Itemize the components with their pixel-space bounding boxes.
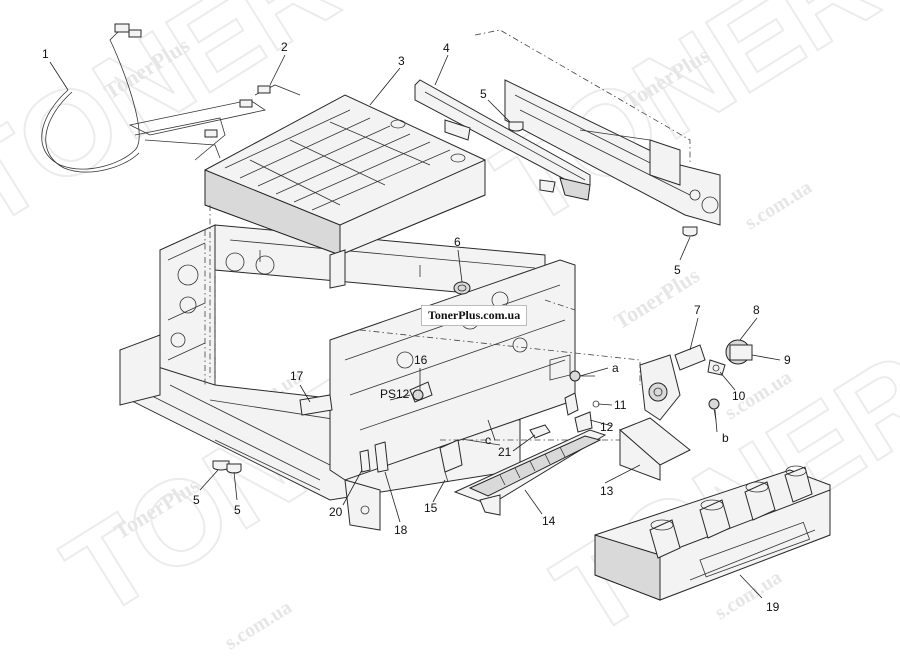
part-waste-box-19: [594, 465, 831, 601]
callout-19: 19: [766, 600, 780, 614]
front-left-bracket: [119, 334, 161, 406]
callout-16: 16: [414, 353, 428, 367]
front-right-foot-plate: [344, 479, 381, 531]
callout-15: 15: [424, 501, 438, 515]
callout-8: 8: [753, 303, 760, 317]
watermark-small: TonerPlus: [609, 262, 704, 334]
part-harness-1: [41, 23, 142, 173]
callout-11: 11: [614, 398, 627, 412]
callout-5-front-right: 5: [234, 503, 241, 517]
part-clip-21: [529, 424, 551, 439]
callout-21: 21: [498, 445, 512, 459]
callout-5-rear: 5: [480, 87, 487, 101]
part-plate-13: [619, 417, 691, 481]
callout-ps12: PS12: [380, 387, 410, 401]
callout-4: 4: [443, 41, 450, 55]
part-drive-bracket: [639, 354, 681, 421]
callout-9: 9: [784, 353, 791, 367]
callout-a: a: [612, 361, 619, 375]
part-screws: [569, 370, 720, 421]
callout-2: 2: [281, 40, 288, 54]
callout-7: 7: [694, 303, 701, 317]
callout-18: 18: [394, 523, 408, 537]
callout-10: 10: [732, 389, 746, 403]
callout-17: 17: [290, 369, 304, 383]
callout-5-right: 5: [674, 263, 681, 277]
part-right-rear-frame: [474, 29, 721, 226]
callout-labels: 1 2 3 4 5 5 5 5 6 7 8 9 10 11 12 13 14 1…: [42, 40, 791, 614]
callout-b: b: [722, 431, 729, 445]
callout-13: 13: [600, 484, 614, 498]
callout-6: 6: [454, 235, 461, 249]
site-label: TonerPlus.com.ua: [421, 305, 528, 326]
part-15: [439, 439, 463, 483]
part-feet-5: [212, 121, 698, 474]
callout-c: c: [485, 433, 491, 447]
part-guide-14: [453, 429, 607, 516]
part-rail-4: [414, 79, 591, 201]
part-sensor-ps12-16: [409, 381, 433, 403]
leader-lines: [49, 54, 781, 599]
watermark-url: s.com.ua: [221, 596, 296, 654]
callout-12: 12: [600, 420, 614, 434]
callout-3: 3: [398, 54, 405, 68]
watermark-url: s.com.ua: [741, 176, 816, 234]
part-18-20: [359, 441, 389, 473]
callout-20: 20: [329, 505, 343, 519]
part-17: [299, 394, 333, 416]
part-small-switch-11-12: [564, 392, 600, 433]
part-flat-cable-2: [128, 84, 301, 161]
callout-1: 1: [42, 47, 49, 61]
part-gear-6: [453, 281, 471, 295]
part-drive-assembly: [674, 339, 753, 376]
part-laser-unit: [204, 94, 486, 380]
callout-14: 14: [542, 514, 556, 528]
callout-5-front-left: 5: [193, 493, 200, 507]
